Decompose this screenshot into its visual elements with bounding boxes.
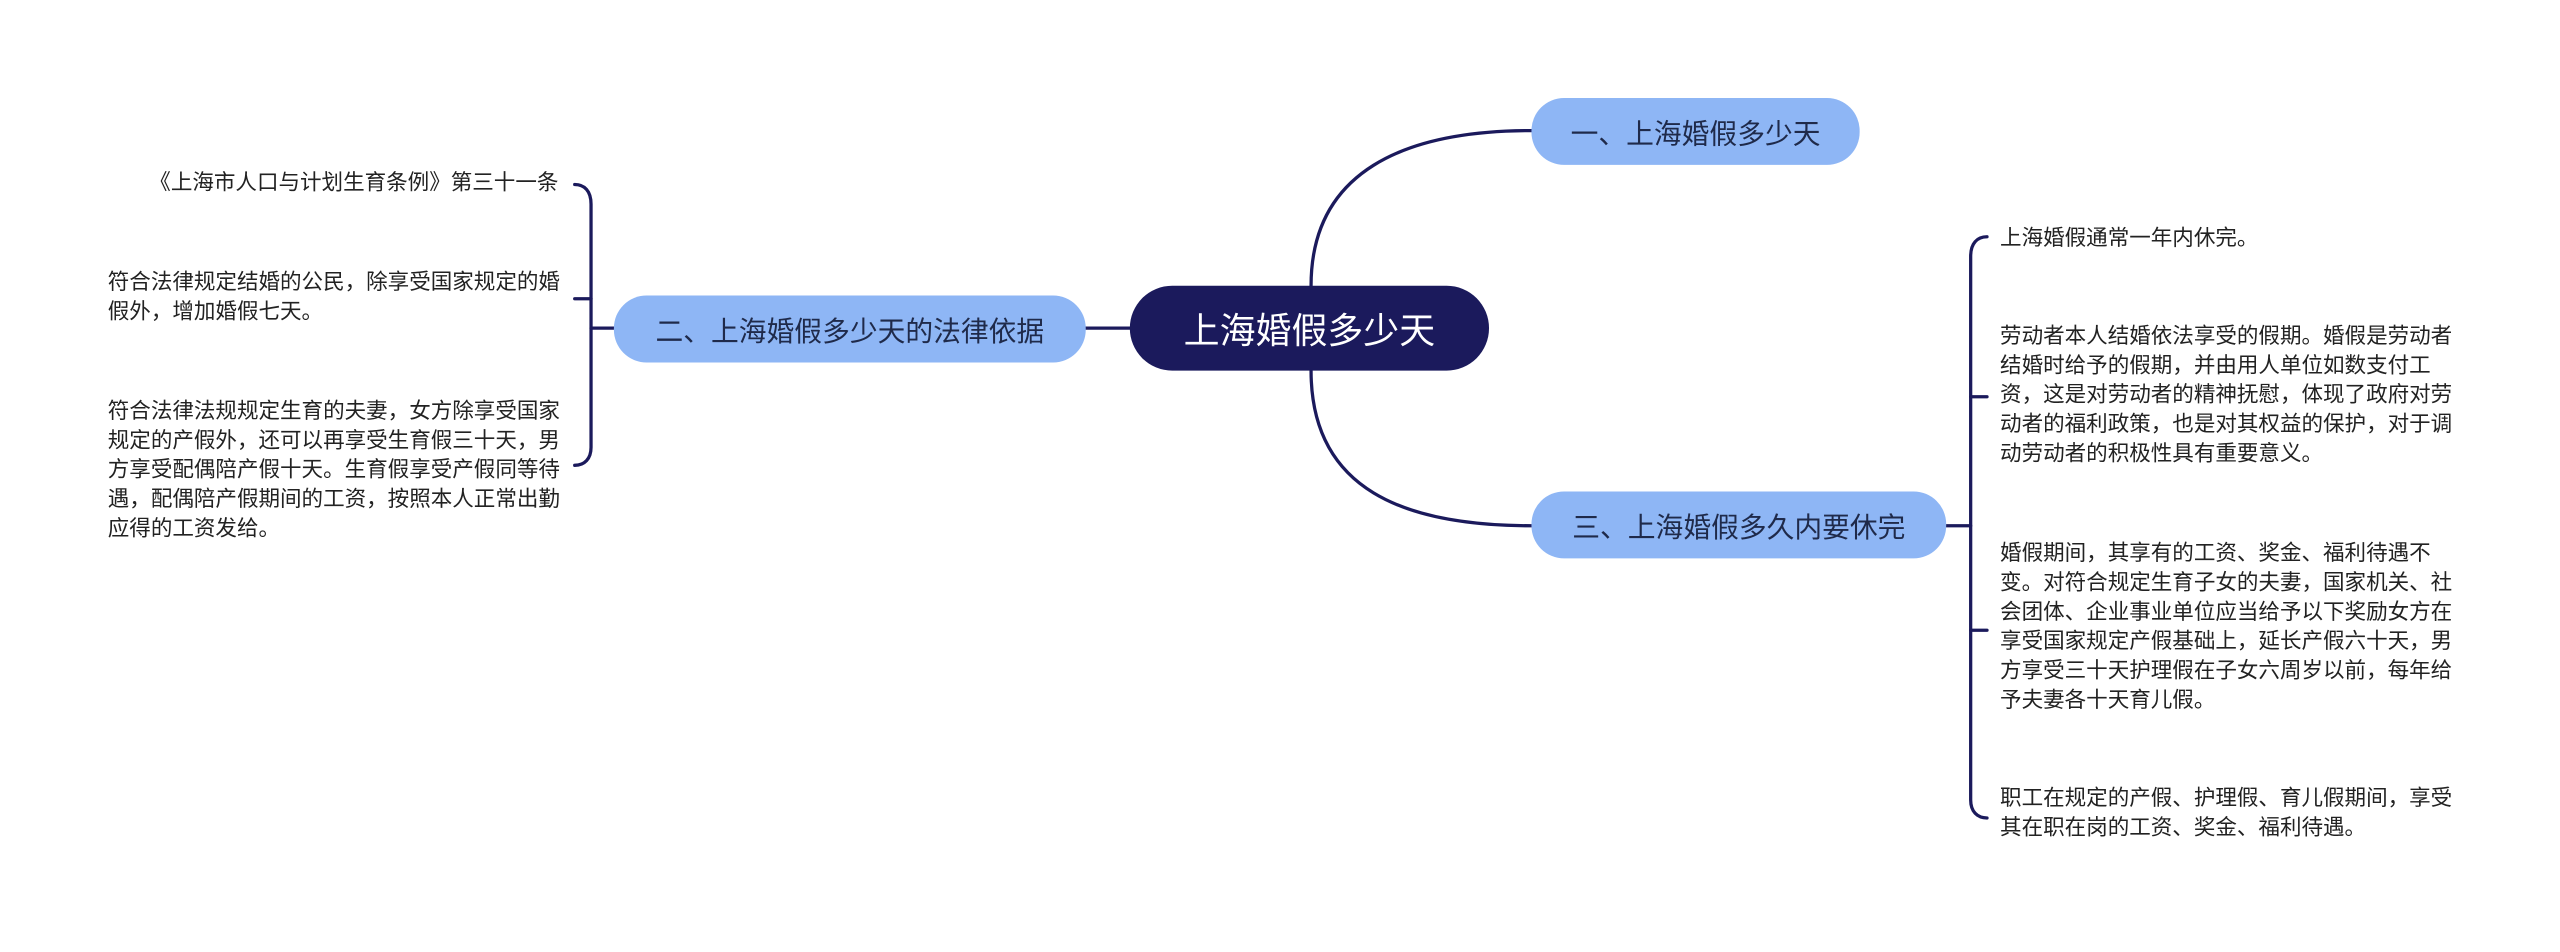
leaf-definition: 劳动者本人结婚依法享受的假期。婚假是劳动者结婚时给予的假期，并由用人单位如数支付… — [2000, 324, 2453, 467]
branch-node-time-limit[interactable]: 三、上海婚假多久内要休完 — [1531, 491, 1947, 559]
bracket-right — [1969, 235, 1989, 820]
branch-node-how-many-days[interactable]: 一、上海婚假多少天 — [1531, 97, 1860, 165]
branch-node-label: 三、上海婚假多久内要休完 — [1572, 512, 1906, 546]
branch-node-label: 二、上海婚假多少天的法律依据 — [655, 316, 1045, 350]
link-root-branch3 — [1309, 368, 1534, 528]
branch-node-label: 一、上海婚假多少天 — [1570, 119, 1821, 152]
leaf-benefits-during-leave: 婚假期间，其享有的工资、奖金、福利待遇不变。对符合规定生育子女的夫妻，国家机关、… — [2000, 542, 2453, 714]
leaf-regulation-title: 《上海市人口与计划生育条例》第三十一条 — [149, 171, 559, 196]
leaf-marriage-leave-extra: 符合法律规定结婚的公民，除享受国家规定的婚假外，增加婚假七天。 — [107, 271, 560, 325]
leaf-maternity-paternity: 符合法律法规规定生育的夫妻，女方除享受国家规定的产假外，还可以再享受生育假三十天… — [107, 400, 560, 543]
leaf-within-one-year: 上海婚假通常一年内休完。 — [2000, 226, 2259, 252]
link-root-branch1 — [1309, 128, 1534, 288]
root-node-label: 上海婚假多少天 — [1183, 311, 1436, 353]
branch-node-legal-basis[interactable]: 二、上海婚假多少天的法律依据 — [613, 295, 1086, 363]
root-node[interactable]: 上海婚假多少天 — [1129, 285, 1490, 371]
bracket-left — [573, 182, 593, 467]
leaf-wages-during-leave: 职工在规定的产假、护理假、育儿假期间，享受其在职在岗的工资、奖金、福利待遇。 — [2000, 786, 2453, 841]
